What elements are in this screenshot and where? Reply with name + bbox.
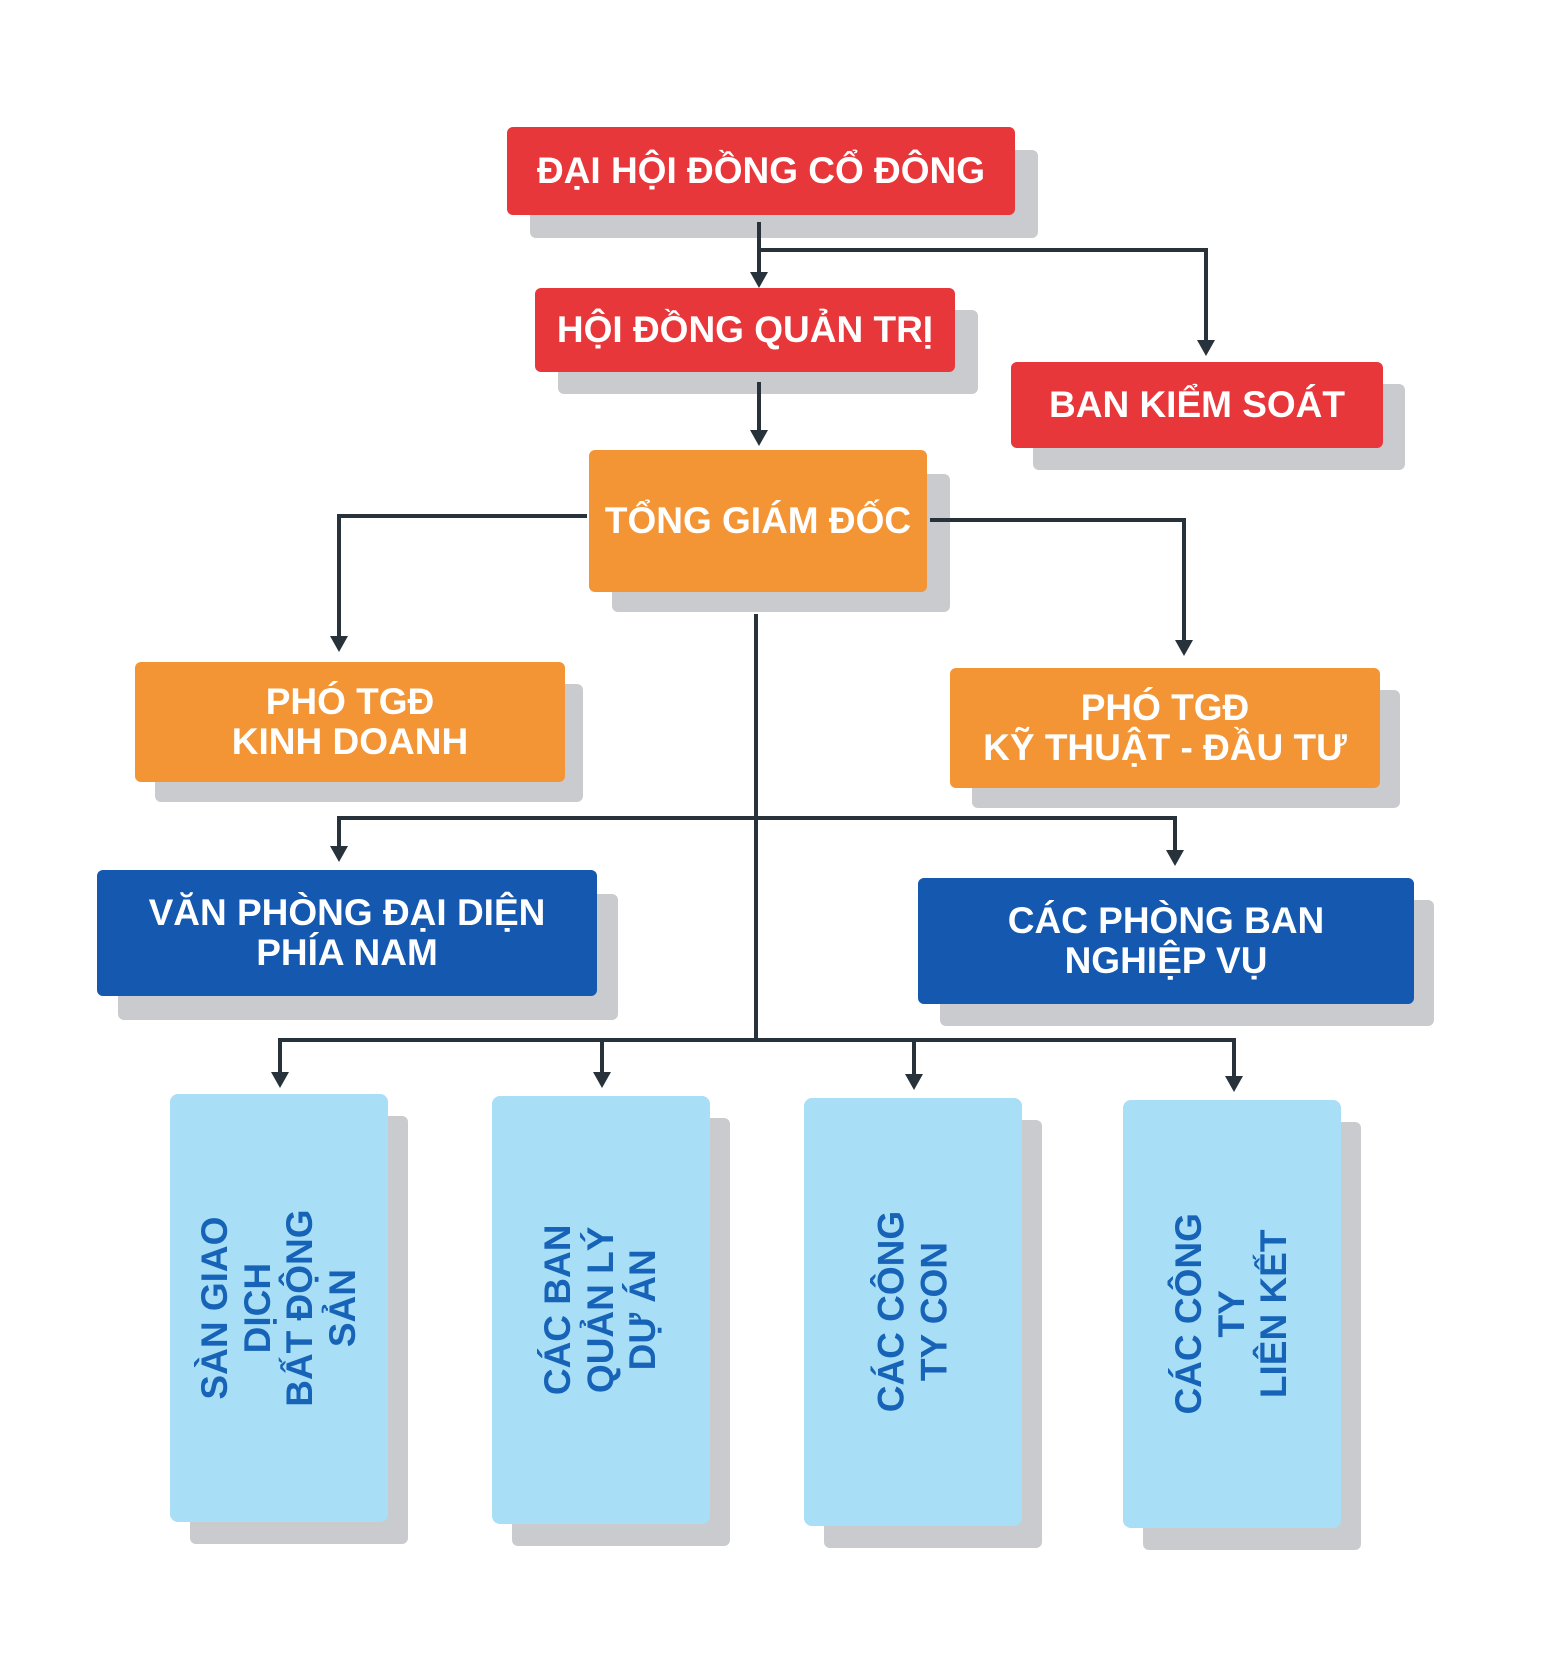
connector [1173, 816, 1177, 852]
arrow-head [750, 272, 768, 288]
box-cac-phong-ban-nghiep-vu: CÁC PHÒNG BAN NGHIỆP VỤ [918, 878, 1414, 1004]
connector [1232, 1038, 1236, 1078]
box-label: CÁC PHÒNG BAN NGHIỆP VỤ [1007, 900, 1325, 981]
connector [337, 514, 341, 636]
box-label: CÁC BAN QUẢN LÝ DỰ ÁN [537, 1224, 664, 1396]
connector [1182, 518, 1186, 642]
arrow-head [1225, 1076, 1243, 1092]
box-label: BAN KIỂM SOÁT [1049, 384, 1345, 426]
arrow-head [271, 1072, 289, 1088]
box-label: ĐẠI HỘI ĐỒNG CỔ ĐÔNG [536, 150, 986, 192]
connector [278, 1038, 282, 1074]
box-label: SÀN GIAO DỊCH BẤT ĐỘNG SẢN [193, 1209, 363, 1407]
arrow-head [593, 1072, 611, 1088]
box-label: PHÓ TGĐ KỸ THUẬT - ĐẦU TƯ [983, 687, 1347, 768]
box-label: CÁC CÔNG TY CON [870, 1211, 954, 1413]
box-label: CÁC CÔNG TY LIÊN KẾT [1168, 1213, 1295, 1415]
connector [912, 1038, 916, 1076]
box-label: PHÓ TGĐ KINH DOANH [231, 681, 469, 762]
connector [757, 382, 761, 434]
connector [337, 816, 341, 848]
connector [1204, 248, 1208, 344]
box-label: TỔNG GIÁM ĐỐC [604, 500, 912, 542]
box-dai-hoi-dong-co-dong: ĐẠI HỘI ĐỒNG CỔ ĐÔNG [507, 127, 1015, 215]
box-label: HỘI ĐỒNG QUẢN TRỊ [556, 309, 934, 351]
box-hoi-dong-quan-tri: HỘI ĐỒNG QUẢN TRỊ [535, 288, 955, 372]
box-pho-tgd-ky-thuat-dau-tu: PHÓ TGĐ KỸ THUẬT - ĐẦU TƯ [950, 668, 1380, 788]
arrow-head [905, 1074, 923, 1090]
connector [278, 1038, 1236, 1042]
connector [757, 248, 1208, 252]
box-cac-cong-ty-con: CÁC CÔNG TY CON [804, 1098, 1022, 1526]
connector [754, 614, 758, 1042]
connector [337, 816, 1177, 820]
box-van-phong-dai-dien-phia-nam: VĂN PHÒNG ĐẠI DIỆN PHÍA NAM [97, 870, 597, 996]
arrow-head [750, 430, 768, 446]
box-pho-tgd-kinh-doanh: PHÓ TGĐ KINH DOANH [135, 662, 565, 782]
arrow-head [1197, 340, 1215, 356]
arrow-head [1166, 850, 1184, 866]
arrow-head [1175, 640, 1193, 656]
box-ban-kiem-soat: BAN KIỂM SOÁT [1011, 362, 1383, 448]
arrow-head [330, 636, 348, 652]
arrow-head [330, 846, 348, 862]
box-cac-ban-quan-ly-du-an: CÁC BAN QUẢN LÝ DỰ ÁN [492, 1096, 710, 1524]
box-cac-cong-ty-lien-ket: CÁC CÔNG TY LIÊN KẾT [1123, 1100, 1341, 1528]
box-tong-giam-doc: TỔNG GIÁM ĐỐC [589, 450, 927, 592]
box-san-giao-dich-bat-dong-san: SÀN GIAO DỊCH BẤT ĐỘNG SẢN [170, 1094, 388, 1522]
box-label: VĂN PHÒNG ĐẠI DIỆN PHÍA NAM [148, 892, 546, 973]
connector [337, 514, 587, 518]
connector [930, 518, 1186, 522]
connector [600, 1038, 604, 1074]
